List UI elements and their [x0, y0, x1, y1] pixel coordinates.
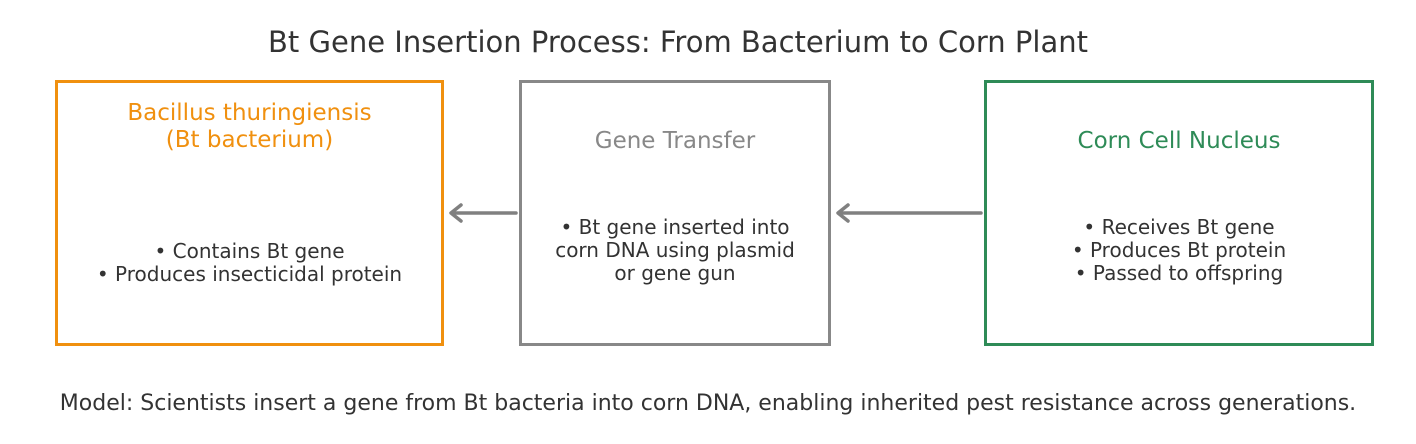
- diagram-title: Bt Gene Insertion Process: From Bacteriu…: [268, 25, 1088, 59]
- corn-cell-nucleus-body: • Receives Bt gene • Produces Bt protein…: [987, 216, 1371, 285]
- gene-transfer-heading-line: Gene Transfer: [594, 128, 756, 154]
- arrow-corn-to-transfer: [836, 203, 983, 223]
- gene-transfer-box: Gene Transfer • Bt gene inserted into co…: [519, 80, 831, 346]
- corn-cell-nucleus-body-line: • Passed to offspring: [1074, 261, 1284, 285]
- corn-cell-nucleus-heading-line: Corn Cell Nucleus: [1077, 128, 1281, 154]
- model-caption: Model: Scientists insert a gene from Bt …: [59, 391, 1357, 416]
- corn-cell-nucleus-heading: Corn Cell Nucleus: [987, 128, 1371, 155]
- bt-bacterium-heading-line: Bacillus thuringiensis: [127, 100, 372, 126]
- bt-bacterium-heading-line: (Bt bacterium): [165, 127, 334, 153]
- arrow-transfer-to-bt-head: [449, 203, 463, 223]
- corn-cell-nucleus-box: Corn Cell Nucleus • Receives Bt gene • P…: [984, 80, 1374, 346]
- gene-transfer-body-line: or gene gun: [614, 261, 736, 285]
- arrow-transfer-to-bt: [449, 203, 518, 223]
- corn-cell-nucleus-body-line: • Produces Bt protein: [1071, 238, 1287, 262]
- arrow-corn-to-transfer-head: [836, 203, 850, 223]
- bt-bacterium-heading: Bacillus thuringiensis (Bt bacterium): [58, 100, 441, 154]
- bt-bacterium-box: Bacillus thuringiensis (Bt bacterium) • …: [55, 80, 444, 346]
- gene-transfer-body-line: • Bt gene inserted into: [560, 215, 790, 239]
- bt-bacterium-body-line: • Produces insecticidal protein: [96, 262, 403, 286]
- corn-cell-nucleus-body-line: • Receives Bt gene: [1083, 215, 1275, 239]
- bt-bacterium-body-line: • Contains Bt gene: [154, 239, 345, 263]
- bt-bacterium-body: • Contains Bt gene • Produces insecticid…: [58, 240, 441, 286]
- gene-transfer-body-line: corn DNA using plasmid: [555, 238, 795, 262]
- gene-transfer-body: • Bt gene inserted into corn DNA using p…: [522, 216, 828, 285]
- gene-transfer-heading: Gene Transfer: [522, 128, 828, 155]
